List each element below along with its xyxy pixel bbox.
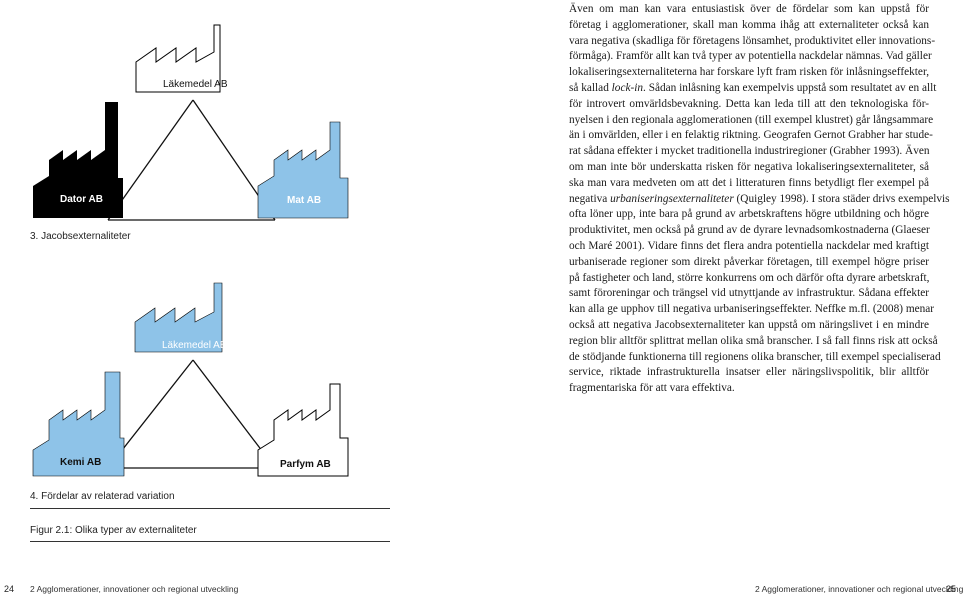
caption-divider-top <box>30 508 390 509</box>
fig3-right-factory-label: Mat AB <box>287 195 322 206</box>
right-page-number: 25 <box>946 584 957 594</box>
body-text: Även om man kan vara entusiastisk över d… <box>569 2 950 397</box>
body-line: negativa urbaniseringsexternaliteter (Qu… <box>569 192 950 205</box>
fig4-right-factory-label: Parfym AB <box>280 459 331 470</box>
body-line: rat sådana effekter i mycket traditionel… <box>569 145 930 158</box>
body-line: nyelsen i den regionala agglomerationen … <box>569 113 934 126</box>
left-page-number: 24 <box>4 584 15 594</box>
figure-diagrams <box>32 24 349 477</box>
body-line: också att negativa Jacobsexternaliteter … <box>569 318 929 331</box>
body-line: kan alla ge upphov till negativa urbanis… <box>569 303 935 316</box>
body-line: urbaniserade regioner som direkt påverka… <box>569 255 929 268</box>
caption-divider-bottom <box>30 541 390 542</box>
body-line: ska man vara medveten om att det i litte… <box>569 176 929 189</box>
body-line: region blir alltför splittrat mellan oli… <box>569 334 938 347</box>
body-line: på fastigheter och land, större konkurre… <box>569 271 930 284</box>
body-line: lokaliseringsexternaliteterna har forska… <box>569 66 930 79</box>
body-line: om man inte bör underskatta risken för n… <box>569 160 929 173</box>
fig3-top-factory-icon <box>135 24 221 93</box>
fig4-top-factory-label: Läkemedel AB <box>162 340 227 351</box>
left-running-footer: 2 Agglomerationer, innovationer och regi… <box>30 584 239 594</box>
body-line: produktivitet, men också på grund av de … <box>569 224 930 237</box>
fig4-top-factory-icon <box>134 282 223 353</box>
fig4-left-factory-icon <box>32 371 125 477</box>
fig3-right-factory-icon <box>257 121 349 219</box>
figure-caption: Figur 2.1: Olika typer av externaliteter <box>30 525 197 536</box>
fig3-connection-lines <box>107 99 276 221</box>
body-line: Även om man kan vara entusiastisk över d… <box>569 3 929 15</box>
fig4-right-factory-icon <box>257 383 349 477</box>
fig4-left-factory-label: Kemi AB <box>60 457 102 468</box>
body-line: fragmentariska för att vara effektiva. <box>569 382 735 395</box>
body-line: än i omvärlden, eller i en felaktig rikt… <box>569 129 933 142</box>
fig3-caption: 3. Jacobsexternaliteter <box>30 231 131 242</box>
body-line: så kallad lock-in. Sådan inlåsning kan e… <box>569 81 937 94</box>
body-line: förmåga). Framför allt kan två typer av … <box>569 50 932 63</box>
body-line: för introvert omvärldsbevakning. Detta k… <box>569 97 929 110</box>
body-line: service, riktade infrastrukturella insat… <box>569 366 929 379</box>
right-running-footer: 2 Agglomerationer, innovationer och regi… <box>755 584 963 594</box>
fig4-connection-lines <box>107 359 276 469</box>
body-line: företag i agglomerationer, skall man kom… <box>569 18 929 31</box>
body-line: de stödjande funktionerna till regionens… <box>569 350 941 363</box>
body-line: ofta löner upp, inte bara på grund av ar… <box>569 208 929 221</box>
body-line: vara negativa (skadliga för företagens l… <box>569 34 936 47</box>
fig3-left-factory-icon <box>33 102 123 218</box>
fig3-left-factory-label: Dator AB <box>60 194 103 205</box>
body-line: och Maré 2001). Vidare finns det flera a… <box>569 239 929 252</box>
fig4-caption: 4. Fördelar av relaterad variation <box>30 491 175 502</box>
fig3-top-factory-label: Läkemedel AB <box>163 79 228 90</box>
body-line: samt föroreningar och trängsel vid utnyt… <box>569 287 929 300</box>
